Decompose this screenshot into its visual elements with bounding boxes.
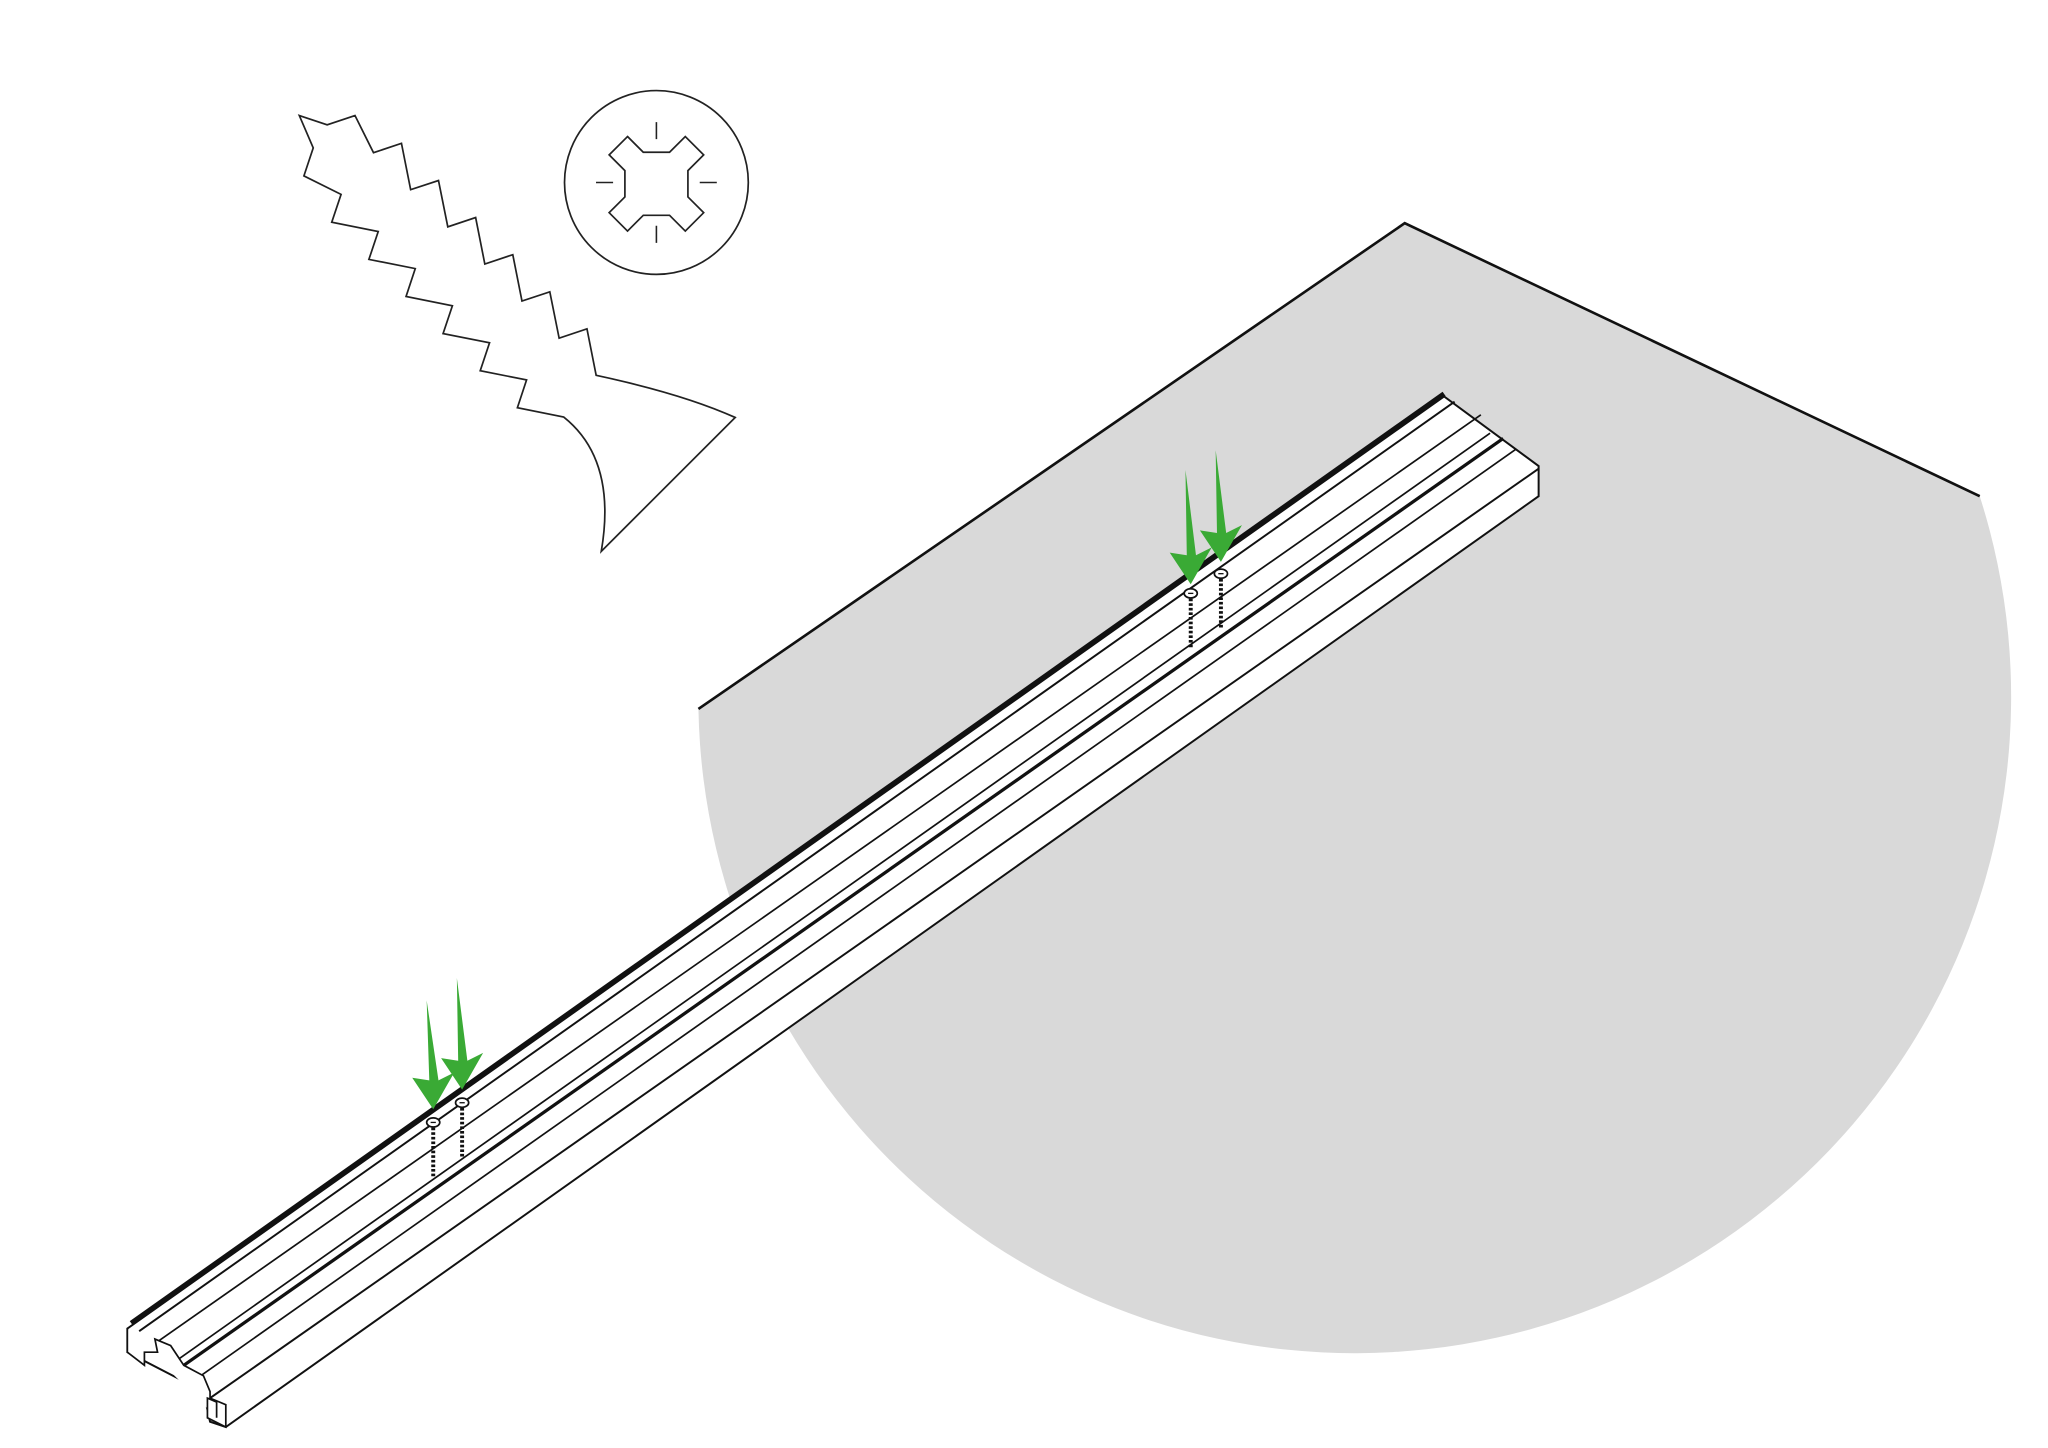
rail-profile [126, 391, 1540, 1429]
mounting-screw [425, 1116, 441, 1178]
down-arrow-icon [441, 978, 484, 1090]
down-arrow-icon [1169, 469, 1212, 585]
down-arrow-icon [1199, 450, 1242, 562]
surface-edge [697, 221, 1981, 710]
square-drive-head-icon [563, 89, 750, 276]
down-arrow-icon [412, 1000, 455, 1110]
mounting-screw [1213, 568, 1229, 629]
mounting-screw [454, 1097, 470, 1158]
screw-icon [297, 114, 737, 554]
mounting-screw [1183, 587, 1199, 649]
mounting-surface [698, 223, 2012, 1354]
